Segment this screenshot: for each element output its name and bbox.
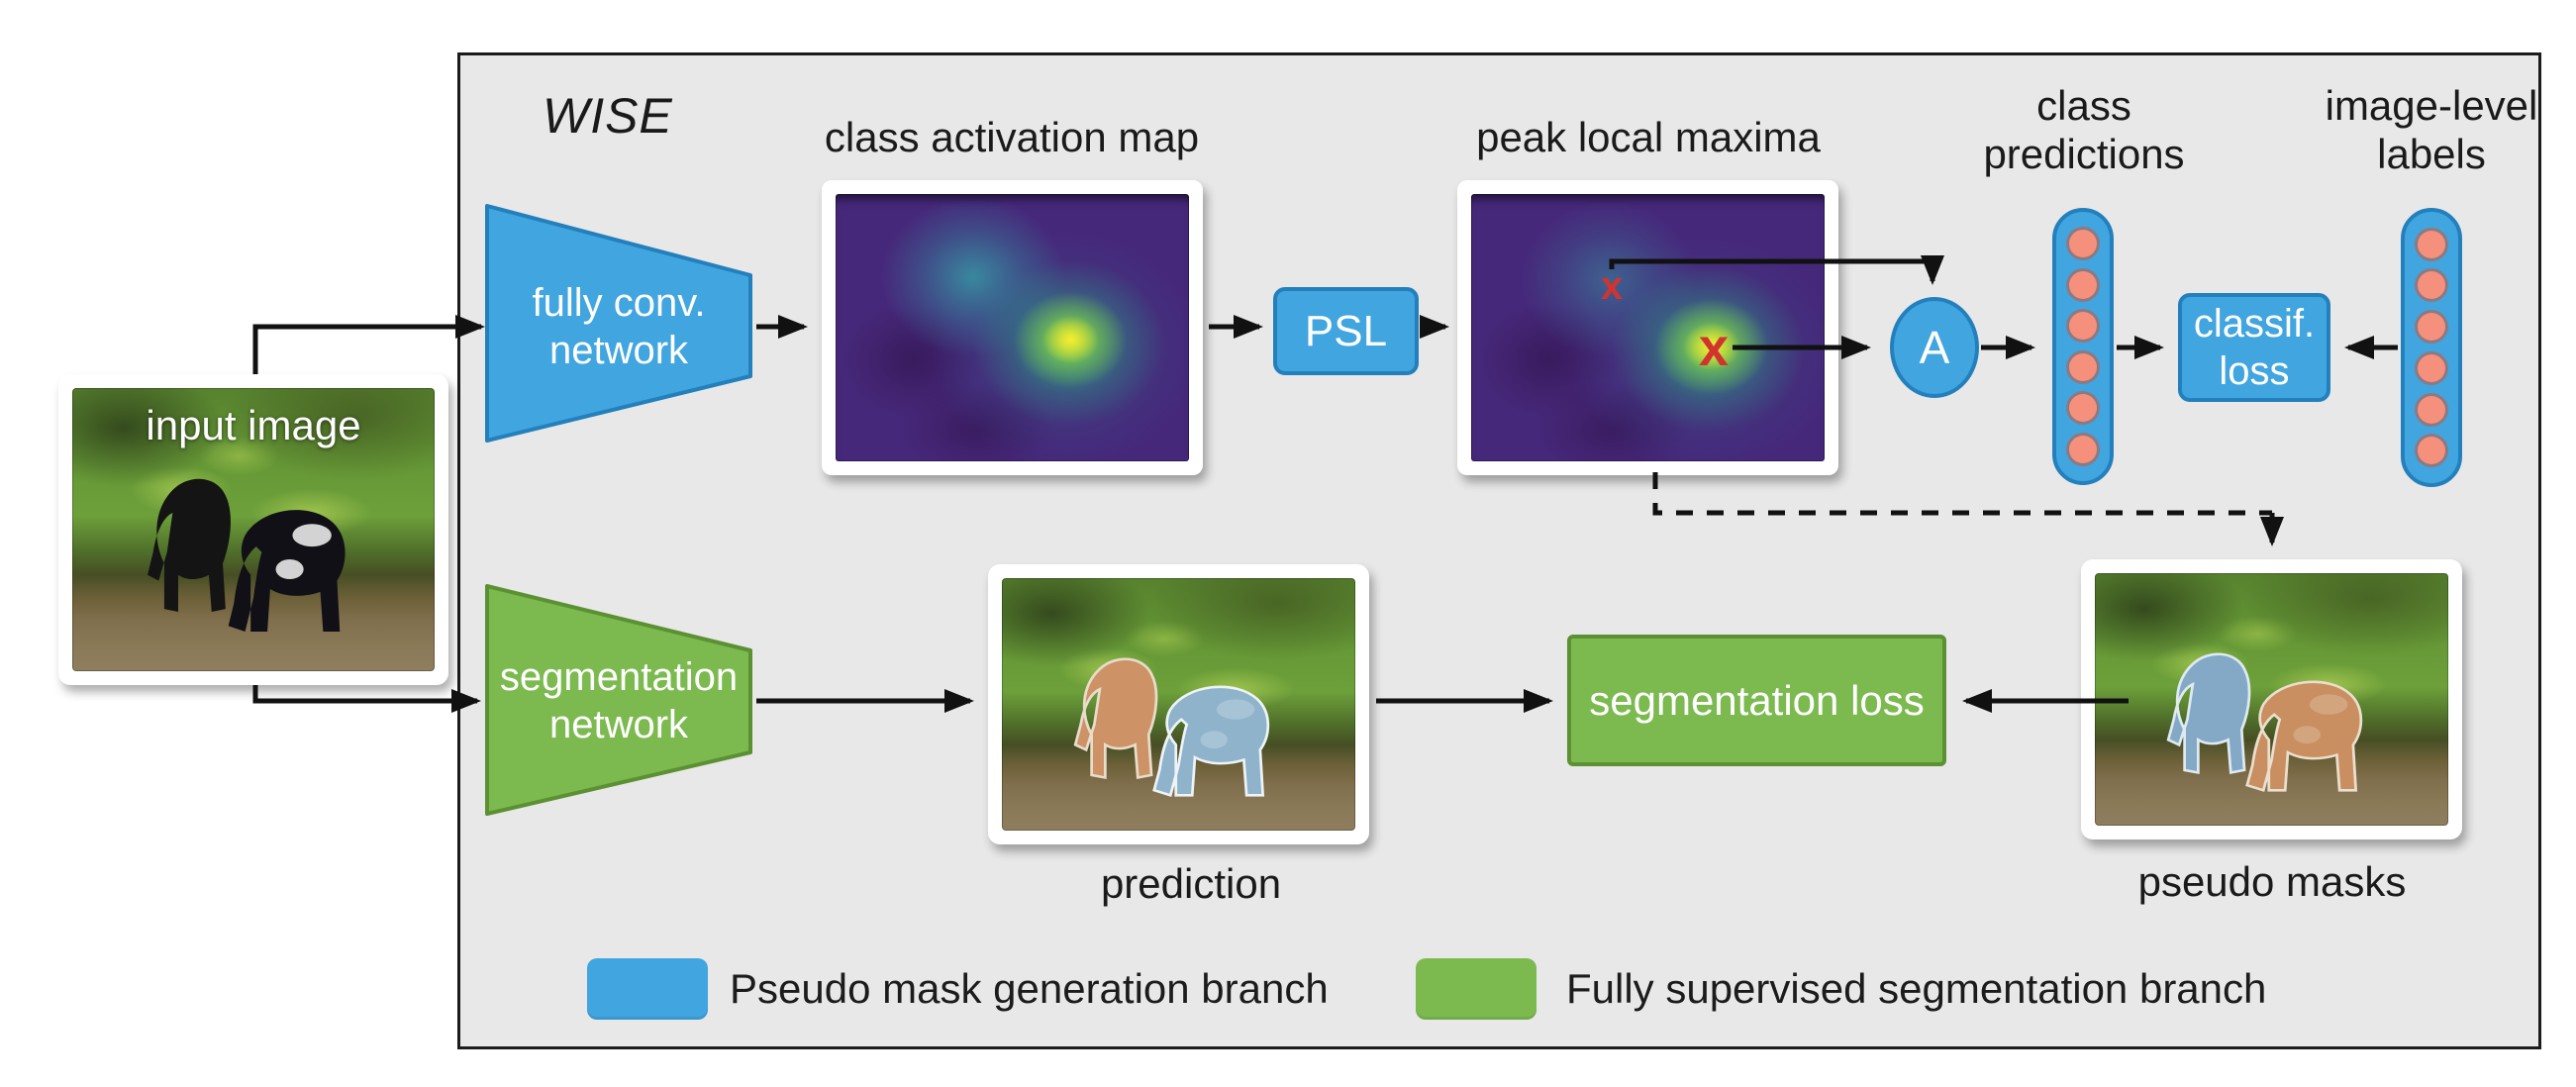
class-unit-dot xyxy=(2415,310,2448,345)
pseudo-mask-left xyxy=(2166,652,2251,775)
input-image-photo: input image xyxy=(72,388,435,671)
segmentation-network-label: segmentation network xyxy=(499,655,739,746)
input-cows-illustration xyxy=(148,478,346,632)
input-image-label: input image xyxy=(146,402,361,448)
class-predictions-caption: class predictions xyxy=(1983,82,2185,177)
cow-left-silhouette xyxy=(148,478,231,612)
predicted-mask-left xyxy=(1073,657,1158,780)
class-unit-dot xyxy=(2066,432,2100,466)
peak-local-maxima-card xyxy=(1457,180,1838,475)
class-unit-dot xyxy=(2415,392,2448,427)
pseudo-masks-caption: pseudo masks xyxy=(2137,858,2407,905)
image-level-labels-vector xyxy=(2401,208,2462,487)
class-unit-dot xyxy=(2066,227,2100,261)
peak-local-maxima-heatmap xyxy=(1471,194,1825,461)
class-activation-map-card xyxy=(822,180,1203,475)
class-unit-dot xyxy=(2415,227,2448,261)
prediction-photo xyxy=(1002,578,1355,831)
class-unit-dot xyxy=(2066,349,2100,384)
arrow-input-to-fcn xyxy=(252,314,486,374)
class-activation-heatmap xyxy=(836,194,1189,461)
class-unit-dot xyxy=(2415,268,2448,303)
fully-conv-network-label: fully conv. network xyxy=(532,281,706,372)
figure-title: WISE xyxy=(543,88,673,144)
plm-caption: peak local maxima xyxy=(1476,114,1821,160)
pseudo-masks-illustration xyxy=(2166,652,2363,792)
aggregation-node: A xyxy=(1890,297,1979,398)
prediction-caption: prediction xyxy=(1100,860,1282,907)
cow-right-silhouette xyxy=(228,510,346,632)
prediction-card xyxy=(988,564,1369,844)
legend-label-supervised-branch: Fully supervised segmentation branch xyxy=(1566,965,2267,1012)
class-unit-dot xyxy=(2066,309,2100,344)
segmentation-network-node xyxy=(485,584,752,816)
peak-x-small: x xyxy=(1600,264,1624,308)
prediction-masks-illustration xyxy=(1073,657,1270,797)
class-unit-dot xyxy=(2415,434,2448,468)
legend-swatch-pseudo-mask-branch xyxy=(587,958,708,1020)
predicted-mask-right xyxy=(1152,685,1270,797)
segmentation-loss-node: segmentation loss xyxy=(1567,635,1946,766)
psl-node: PSL xyxy=(1273,287,1419,375)
class-unit-dot xyxy=(2066,391,2100,426)
arrow-input-to-segnet xyxy=(252,685,482,713)
pseudo-masks-card xyxy=(2081,559,2462,840)
class-unit-dot xyxy=(2415,350,2448,385)
input-image-card: input image xyxy=(58,374,448,685)
peak-x-big: x xyxy=(1698,318,1730,377)
pseudo-masks-photo xyxy=(2095,573,2448,826)
legend-label-pseudo-mask-branch: Pseudo mask generation branch xyxy=(730,965,1329,1012)
cam-caption: class activation map xyxy=(824,114,1200,160)
pseudo-mask-right xyxy=(2245,680,2363,792)
class-unit-dot xyxy=(2066,267,2100,302)
fully-conv-network-node xyxy=(485,204,752,443)
legend-swatch-supervised-branch xyxy=(1416,958,1536,1020)
classification-loss-node: classif. loss xyxy=(2178,293,2330,402)
class-predictions-vector xyxy=(2052,208,2114,485)
image-level-labels-caption: image-level labels xyxy=(2325,82,2538,177)
